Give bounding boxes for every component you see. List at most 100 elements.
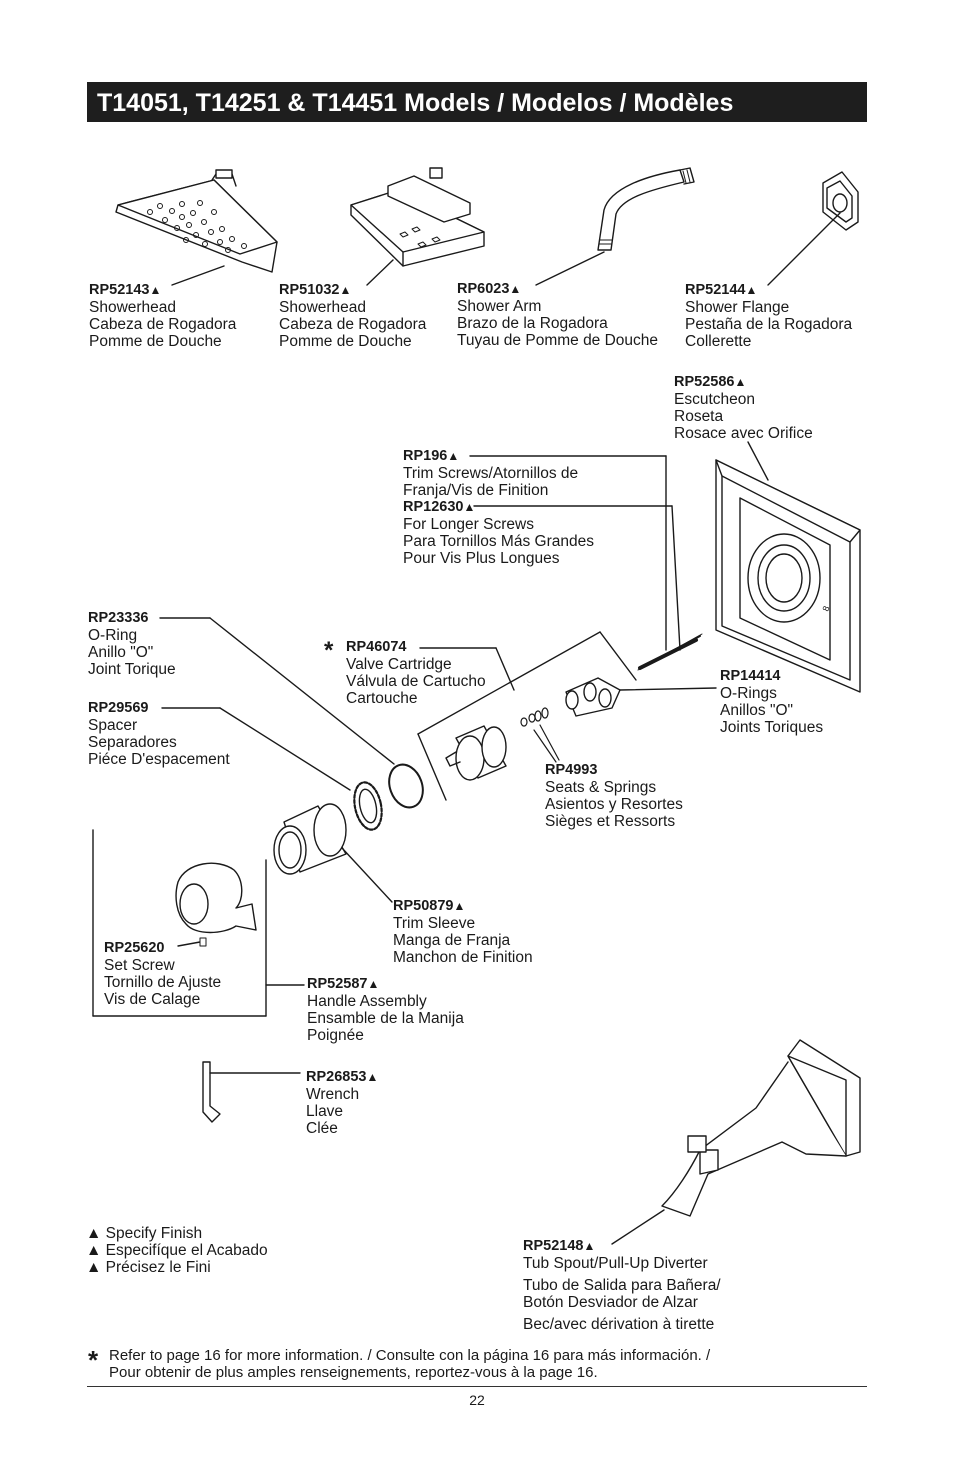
desc-es: Pestaña de la Rogadora bbox=[685, 316, 853, 333]
callout-spacer: RP29569 Spacer Separadores Piéce D'espac… bbox=[88, 700, 230, 768]
desc-es: Llave bbox=[306, 1103, 344, 1120]
leader-lines bbox=[419, 455, 681, 691]
legend-line-en: ▲ Specify Finish bbox=[86, 1225, 203, 1242]
callout-wrench: RP26853▲ Wrench Llave Clée bbox=[306, 1069, 378, 1137]
svg-text:8: 8 bbox=[820, 605, 831, 613]
desc-fr: Pomme de Douche bbox=[279, 333, 412, 350]
finish-legend: ▲ Specify Finish ▲ Especifíque el Acabad… bbox=[86, 1225, 268, 1276]
callout-o-ring: RP23336 O-Ring Anillo "O" Joint Torique bbox=[88, 610, 176, 678]
desc-fr: Manchon de Finition bbox=[393, 949, 533, 966]
desc-en: Valve Cartridge bbox=[346, 656, 452, 673]
desc-fr: Cartouche bbox=[346, 690, 418, 707]
footnote-line-2: Pour obtenir de plus amples renseignemen… bbox=[109, 1364, 598, 1381]
showerhead-b-illustration bbox=[350, 167, 485, 286]
desc-es: Cabeza de Rogadora bbox=[89, 316, 237, 333]
desc-es: Anillos "O" bbox=[720, 702, 794, 719]
callout-trim-screws: RP196▲ Trim Screws/Atornillos de Franja/… bbox=[403, 448, 594, 567]
part-number: RP52148 bbox=[523, 1238, 584, 1254]
legend-line-fr: ▲ Précisez le Fini bbox=[86, 1259, 211, 1276]
page-number: 22 bbox=[469, 1392, 485, 1408]
finish-triangle-icon: ▲ bbox=[583, 1239, 596, 1253]
desc-fr: Piéce D'espacement bbox=[88, 751, 230, 768]
desc-en: Showerhead bbox=[89, 299, 177, 316]
valve-cartridge-illustration bbox=[445, 725, 507, 781]
callout-shower-flange: RP52144▲ Shower Flange Pestaña de la Rog… bbox=[685, 282, 852, 350]
callout-shower-arm: RP6023▲ Shower Arm Brazo de la Rogadora … bbox=[457, 281, 658, 349]
part-number: RP26853 bbox=[306, 1069, 367, 1085]
desc-en: Shower Arm bbox=[457, 298, 542, 315]
footer-divider bbox=[87, 1386, 867, 1387]
desc-fr: Sièges et Ressorts bbox=[545, 813, 676, 830]
tub-spout-illustration bbox=[611, 1039, 861, 1245]
desc-fr: Joints Toriques bbox=[720, 719, 824, 736]
legend-line-es: ▲ Especifíque el Acabado bbox=[86, 1242, 268, 1259]
desc-fr: Vis de Calage bbox=[104, 991, 201, 1008]
desc-fr: Joint Torique bbox=[88, 661, 176, 678]
desc-fr: Bec/avec dérivation à tirette bbox=[523, 1316, 715, 1333]
wrench-illustration bbox=[202, 1061, 301, 1123]
o-ring-illustration bbox=[159, 617, 424, 809]
escutcheon-illustration: 8 bbox=[715, 441, 861, 693]
desc-fr: Collerette bbox=[685, 333, 752, 350]
finish-triangle-icon: ▲ bbox=[447, 449, 460, 463]
desc-es-1: Tubo de Salida para Bañera/ bbox=[523, 1277, 721, 1294]
handle-assembly-illustration bbox=[92, 829, 305, 1017]
shower-arm-illustration bbox=[535, 167, 695, 286]
finish-triangle-icon: ▲ bbox=[463, 500, 476, 514]
part-number: RP196 bbox=[403, 448, 448, 464]
part-number: RP6023 bbox=[457, 281, 510, 297]
seats-springs-illustration bbox=[520, 707, 560, 763]
desc-en: Escutcheon bbox=[674, 391, 755, 408]
callout-seats-springs: RP4993 Seats & Springs Asientos y Resort… bbox=[545, 762, 683, 830]
part-number: RP46074 bbox=[346, 639, 407, 655]
desc-es: Cabeza de Rogadora bbox=[279, 316, 427, 333]
finish-triangle-icon: ▲ bbox=[339, 283, 352, 297]
desc-es-2: Botón Desviador de Alzar bbox=[523, 1294, 698, 1311]
desc-en: Set Screw bbox=[104, 957, 175, 974]
desc-line-1: Trim Screws/Atornillos de bbox=[403, 465, 579, 482]
part-number: RP23336 bbox=[88, 610, 149, 626]
desc-en: Tub Spout/Pull-Up Diverter bbox=[523, 1255, 708, 1272]
desc-es: Separadores bbox=[88, 734, 177, 751]
trim-sleeve-illustration bbox=[273, 803, 393, 903]
page-title: T14051, T14251 & T14451 Models / Modelos… bbox=[87, 82, 867, 122]
callout-trim-sleeve: RP50879▲ Trim Sleeve Manga de Franja Man… bbox=[393, 898, 533, 966]
footnote: * Refer to page 16 for more information.… bbox=[88, 1347, 710, 1381]
finish-triangle-icon: ▲ bbox=[366, 1070, 379, 1084]
o-rings-fitting-illustration bbox=[565, 677, 717, 717]
part-number: RP52587 bbox=[307, 976, 368, 992]
desc-fr: Pomme de Douche bbox=[89, 333, 222, 350]
desc-es: Para Tornillos Más Grandes bbox=[403, 533, 594, 550]
finish-triangle-icon: ▲ bbox=[149, 283, 162, 297]
desc-en: Seats & Springs bbox=[545, 779, 657, 796]
desc-en: Trim Sleeve bbox=[393, 915, 476, 932]
valve-box-outline bbox=[417, 631, 637, 801]
showerhead-a-illustration bbox=[115, 169, 278, 286]
desc-es: Asientos y Resortes bbox=[545, 796, 683, 813]
part-number: RP25620 bbox=[104, 940, 165, 956]
desc-en: Spacer bbox=[88, 717, 138, 734]
desc-en: O-Ring bbox=[88, 627, 138, 644]
asterisk-icon: * bbox=[324, 637, 334, 664]
shower-flange-illustration bbox=[767, 171, 859, 286]
desc-en: For Longer Screws bbox=[403, 516, 534, 533]
part-number: RP4993 bbox=[545, 762, 598, 778]
desc-en: Wrench bbox=[306, 1086, 360, 1103]
desc-en: Showerhead bbox=[279, 299, 367, 316]
callout-showerhead-b: RP51032▲ Showerhead Cabeza de Rogadora P… bbox=[279, 282, 426, 350]
part-number: RP29569 bbox=[88, 700, 149, 716]
part-number: RP12630 bbox=[403, 499, 464, 515]
callout-escutcheon: RP52586▲ Escutcheon Roseta Rosace avec O… bbox=[674, 374, 813, 442]
desc-fr: Clée bbox=[306, 1120, 338, 1137]
callout-handle-assembly: RP52587▲ Handle Assembly Ensamble de la … bbox=[307, 976, 464, 1044]
part-number: RP51032 bbox=[279, 282, 340, 298]
footnote-line-1: Refer to page 16 for more information. /… bbox=[109, 1347, 711, 1364]
desc-line-2: Franja/Vis de Finition bbox=[403, 482, 549, 499]
callout-valve-cartridge: RP46074 Valve Cartridge Válvula de Cartu… bbox=[346, 639, 486, 707]
desc-es: Brazo de la Rogadora bbox=[457, 315, 608, 332]
desc-es: Ensamble de la Manija bbox=[307, 1010, 464, 1027]
finish-triangle-icon: ▲ bbox=[509, 282, 522, 296]
desc-es: Tornillo de Ajuste bbox=[104, 974, 222, 991]
finish-triangle-icon: ▲ bbox=[734, 375, 747, 389]
